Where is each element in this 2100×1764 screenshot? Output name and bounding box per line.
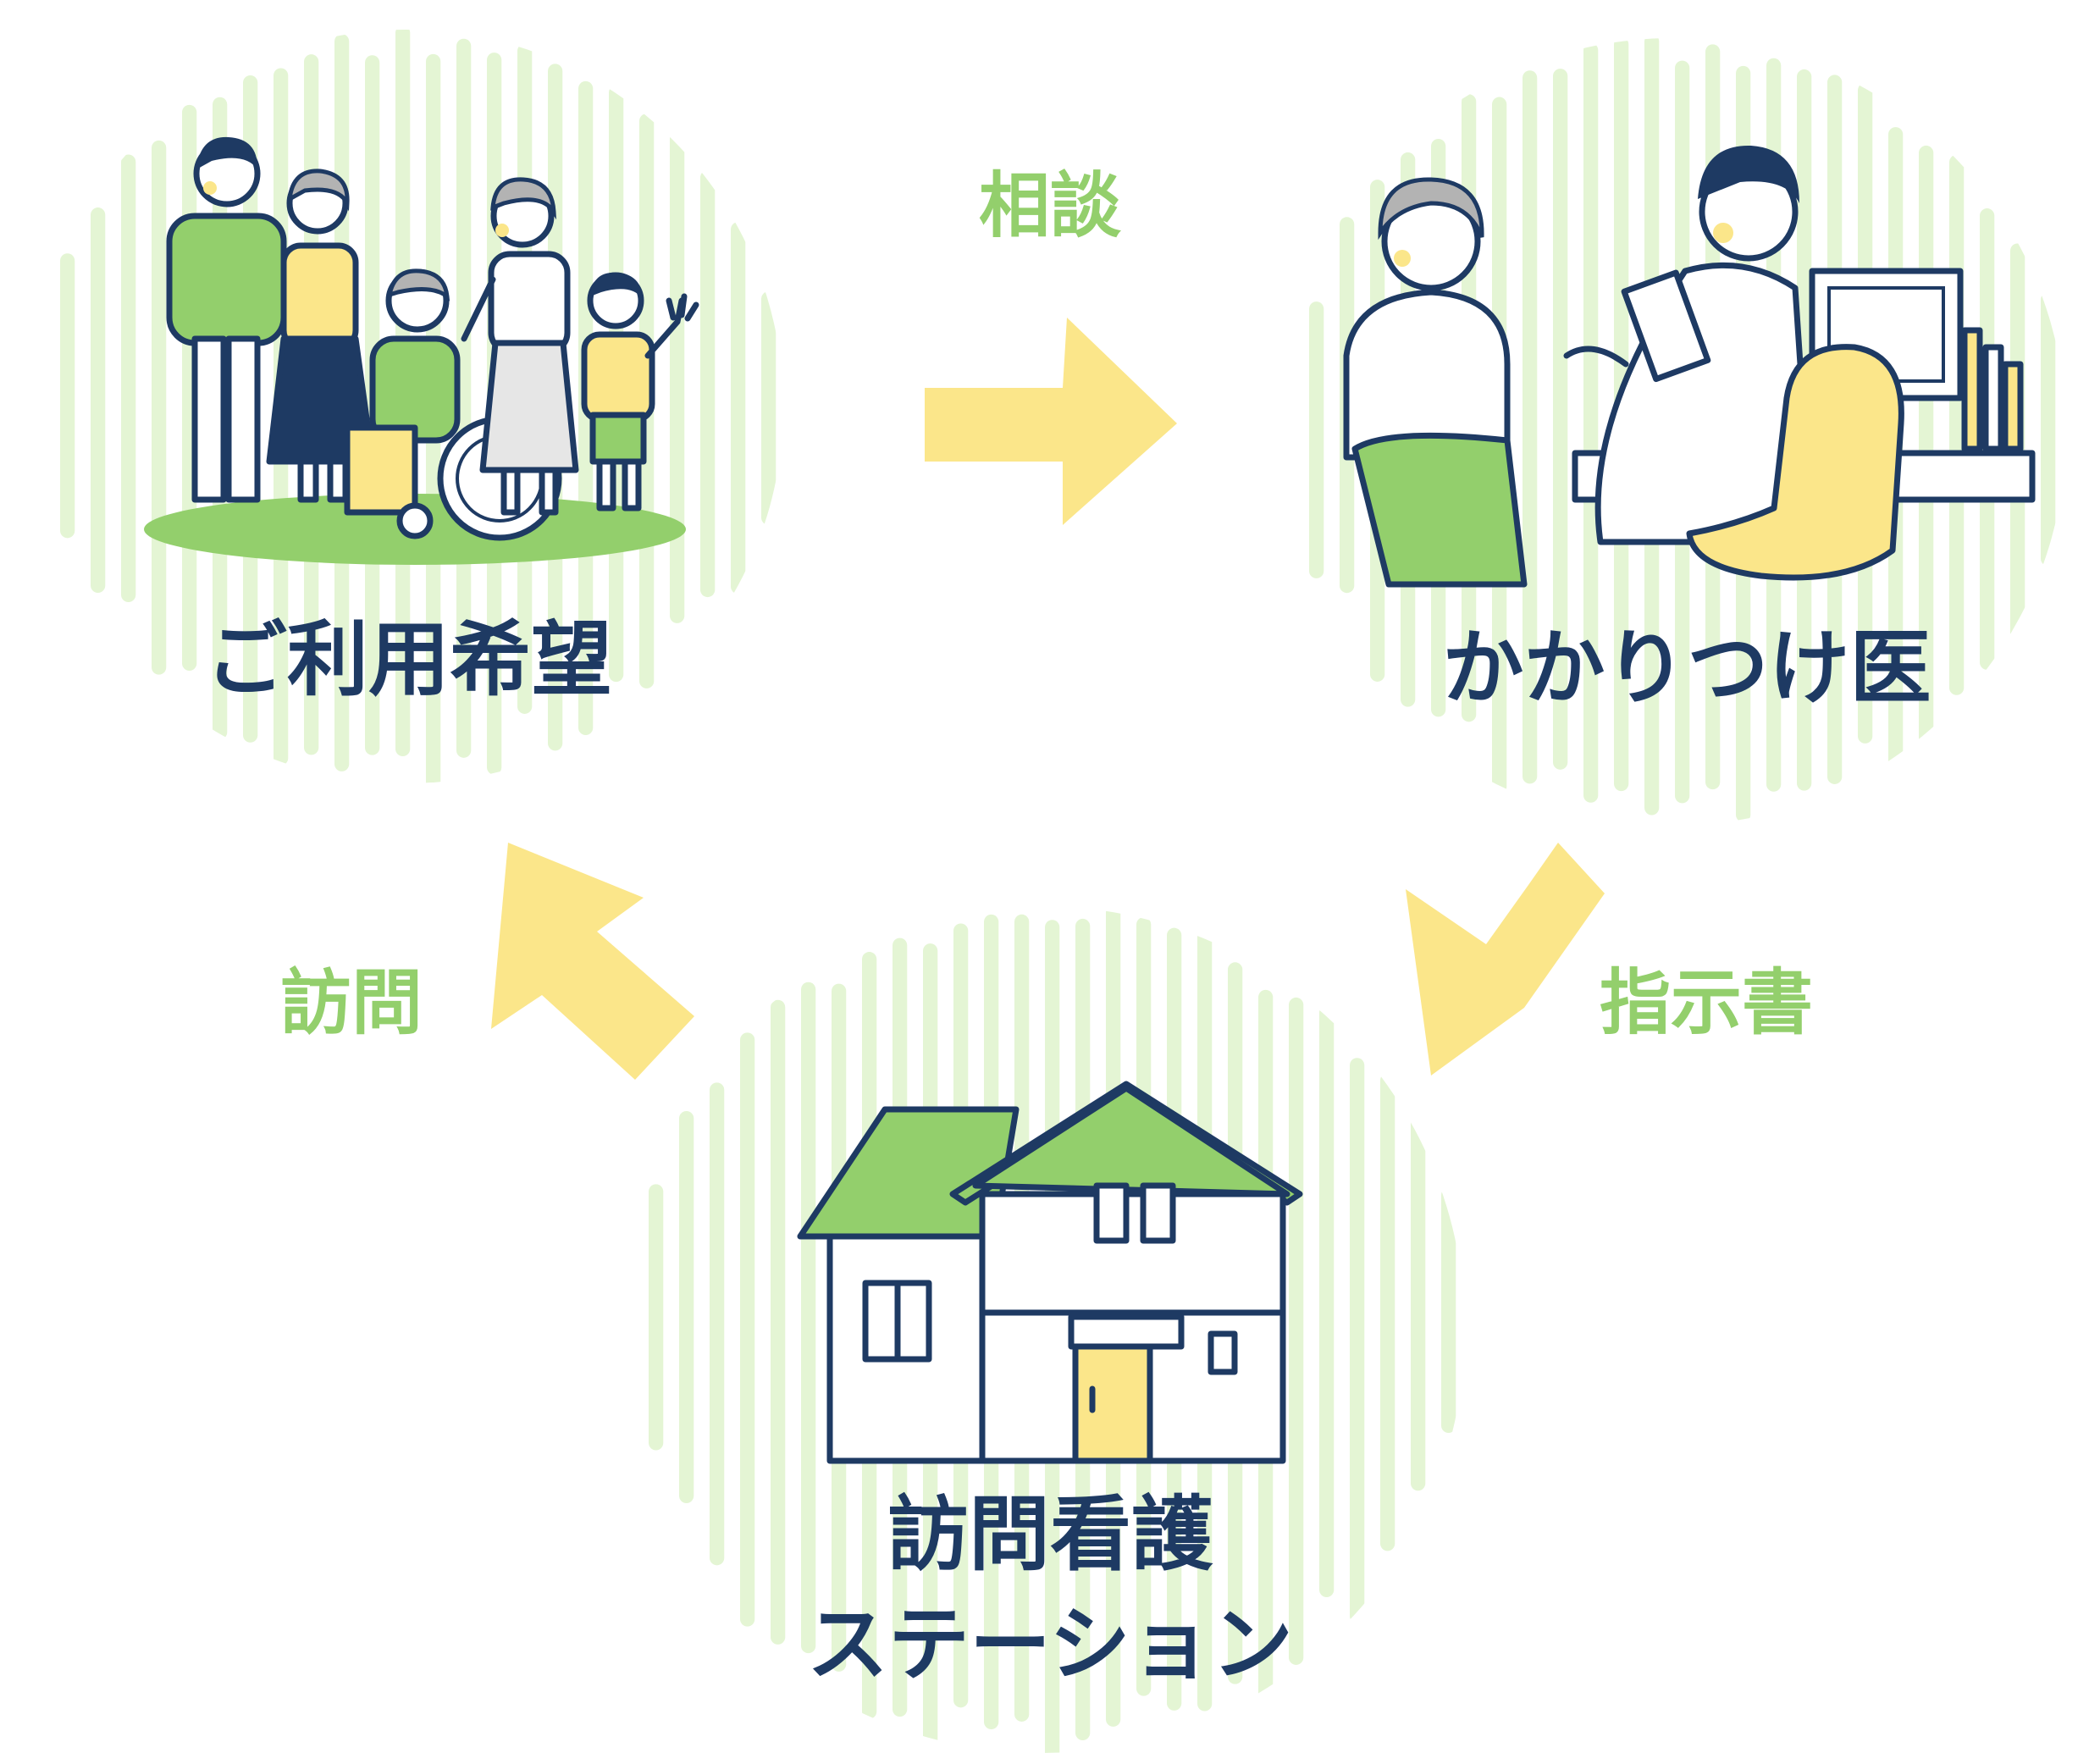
stripe — [731, 222, 746, 594]
arrow-visit-icon — [491, 843, 694, 1080]
stripe — [1441, 1187, 1456, 1434]
doctor-consultation-icon — [1343, 145, 2036, 588]
family-with-wheelchair-icon — [144, 136, 699, 565]
arrow-instruction-icon — [1406, 843, 1605, 1076]
node-label-station-line2: ステーション — [807, 1597, 1293, 1692]
node-label-user: ご利用希望 — [206, 612, 612, 707]
stripe — [456, 38, 472, 758]
stripe — [740, 1032, 755, 1627]
stripe — [1583, 42, 1599, 803]
stripe — [121, 154, 136, 603]
edge-label-visit: 訪問 — [280, 961, 423, 1044]
boy-figure-icon — [581, 272, 699, 512]
stripe — [152, 140, 167, 675]
stripe — [710, 1082, 725, 1566]
elderly-woman-figure-icon — [461, 177, 579, 516]
stripe — [771, 999, 786, 1645]
stripe — [91, 207, 106, 594]
stripe — [1350, 1058, 1365, 1623]
stripe — [1309, 301, 1324, 578]
stripe — [1380, 1072, 1395, 1551]
stripe — [801, 982, 816, 1654]
stripe — [761, 291, 776, 525]
stripe — [2041, 292, 2056, 567]
stripe — [1522, 70, 1538, 784]
stripe — [700, 169, 716, 598]
edge-label-consult: 相談 — [979, 164, 1121, 247]
stripe — [1411, 1114, 1426, 1491]
stripe — [670, 130, 685, 623]
node-label-doctor: かかりつけ医 — [1443, 621, 1931, 716]
stripe-background-station — [649, 906, 1456, 1753]
stripe — [1319, 1004, 1335, 1597]
stripe — [1553, 69, 1568, 770]
edge-label-instruction: 指示書 — [1600, 961, 1813, 1044]
stripe — [679, 1110, 694, 1504]
man-figure-icon — [166, 136, 287, 503]
node-label-station-line1: 訪問看護 — [887, 1487, 1213, 1582]
stripe — [649, 1184, 664, 1451]
arrow-consult-icon — [925, 318, 1177, 525]
stripe — [1289, 997, 1304, 1665]
house-icon — [797, 1081, 1303, 1464]
stripe — [60, 253, 75, 539]
